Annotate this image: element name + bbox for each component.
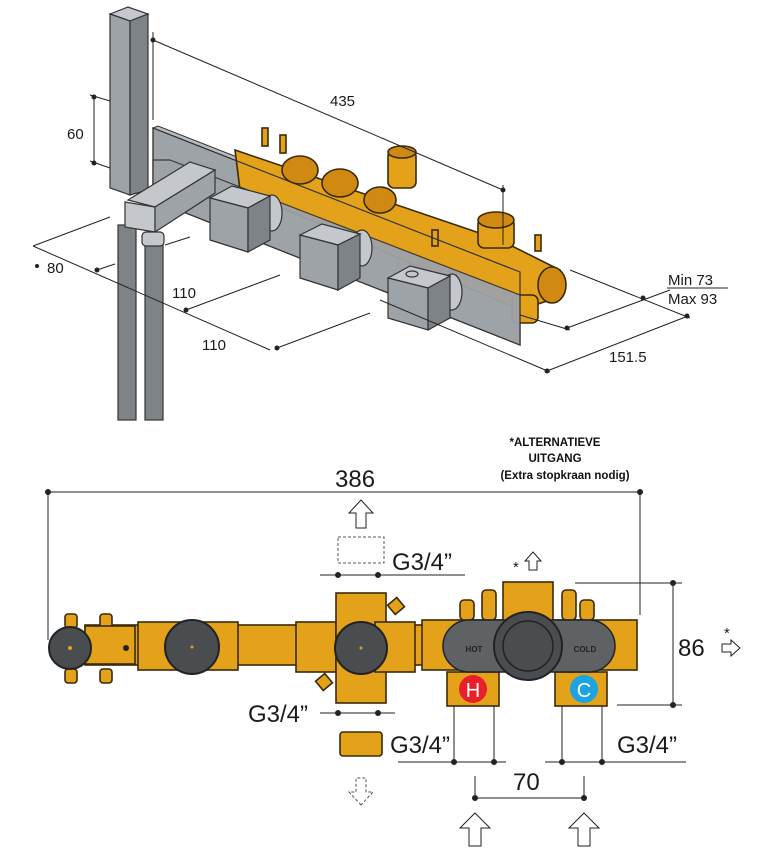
dim-g34-cold: G3/4” [617, 732, 677, 759]
arrow-down-dashed-icon [347, 777, 375, 806]
dim-386: 386 [335, 466, 375, 493]
diverter-cross [295, 592, 416, 704]
dim-110-a: 110 [172, 285, 196, 302]
hot-badge-label: H [466, 680, 480, 702]
dim-80: 80 [47, 260, 64, 277]
dim-110-b: 110 [202, 337, 226, 354]
front-view: *ALTERNATIEVE UITGANG (Extra stopkraan n… [45, 437, 741, 847]
dim-60: 60 [67, 126, 84, 143]
dim-86: 86 [678, 635, 705, 662]
cold-badge-icon [570, 675, 598, 703]
control-knob-1 [208, 185, 283, 254]
arrow-up-hot-inlet-icon [458, 812, 492, 847]
note-line-1: *ALTERNATIEVE [510, 437, 601, 449]
arrow-up-cold-inlet-icon [567, 812, 601, 847]
dim-min-73: Min 73 [668, 272, 713, 289]
handshower-holder [124, 161, 217, 247]
hot-text: HOT [466, 645, 483, 654]
brass-valve-body [234, 127, 567, 324]
thermostat-body: HOT LDsvgpart COLD H C [421, 581, 638, 707]
hose-right [144, 239, 164, 421]
handshower [108, 6, 150, 196]
arrow-right-alt-icon [721, 638, 741, 658]
dim-max-93: Max 93 [668, 291, 717, 308]
dim-435: 435 [330, 93, 355, 110]
valve-2 [137, 619, 239, 675]
asterisk-right: * [724, 625, 730, 642]
outlet-fitting [339, 731, 383, 757]
cold-badge-label: C [577, 680, 591, 702]
dim-g34-hot: G3/4” [390, 732, 450, 759]
isometric-view: 435 60 80 110 110 Min 73 Max 93 151.5 [32, 6, 728, 421]
dim-151-5: 151.5 [609, 349, 647, 366]
valve-1 [48, 613, 136, 684]
control-knob-2 [298, 223, 373, 292]
hose-left [117, 224, 137, 421]
thermostat-knob [386, 265, 463, 332]
alternative-outlet-top [337, 499, 385, 564]
bullet-icon [35, 264, 39, 268]
note-line-2: UITGANG [528, 453, 581, 465]
dim-70: 70 [513, 769, 540, 796]
arrow-up-icon [347, 499, 375, 529]
hot-badge-icon [459, 675, 487, 703]
dimension-lines-top [32, 32, 728, 374]
asterisk-top: * [513, 559, 519, 576]
note-line-3: (Extra stopkraan nodig) [500, 470, 629, 482]
arrow-up-alt-icon [523, 551, 543, 571]
cold-text: COLD [574, 645, 597, 654]
dim-g34-left: G3/4” [248, 701, 308, 728]
dim-g34-top: G3/4” [392, 549, 452, 576]
